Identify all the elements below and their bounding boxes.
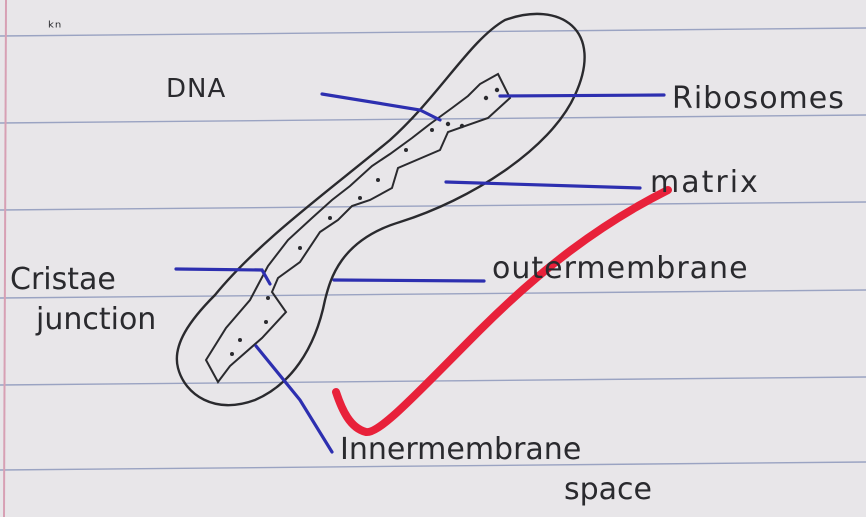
label-cristae-line2: junction xyxy=(10,300,156,340)
label-outer-membrane: outermembrane xyxy=(492,254,749,284)
label-matrix: matrix xyxy=(650,168,760,198)
label-dna: DNA xyxy=(166,76,226,102)
label-cristae-line1: Cristae xyxy=(10,260,156,300)
label-cristae-junction: Cristae junction xyxy=(10,260,156,340)
ribosomes-pointer xyxy=(500,95,664,96)
corner-mark: ᵏⁿ xyxy=(48,20,61,36)
margin-line xyxy=(4,0,6,517)
label-intermembrane-space: Innermembrane space xyxy=(340,430,652,510)
label-intermembrane-line1: Innermembrane xyxy=(340,430,652,470)
label-intermembrane-line2: space xyxy=(340,470,652,510)
outer-membrane-outline xyxy=(177,14,585,405)
outer-membrane-pointer xyxy=(334,280,484,281)
intermembrane-space-pointer xyxy=(256,346,332,452)
label-ribosomes: Ribosomes xyxy=(672,84,845,114)
matrix-pointer xyxy=(446,182,640,188)
cristae-junction-pointer xyxy=(176,269,270,284)
